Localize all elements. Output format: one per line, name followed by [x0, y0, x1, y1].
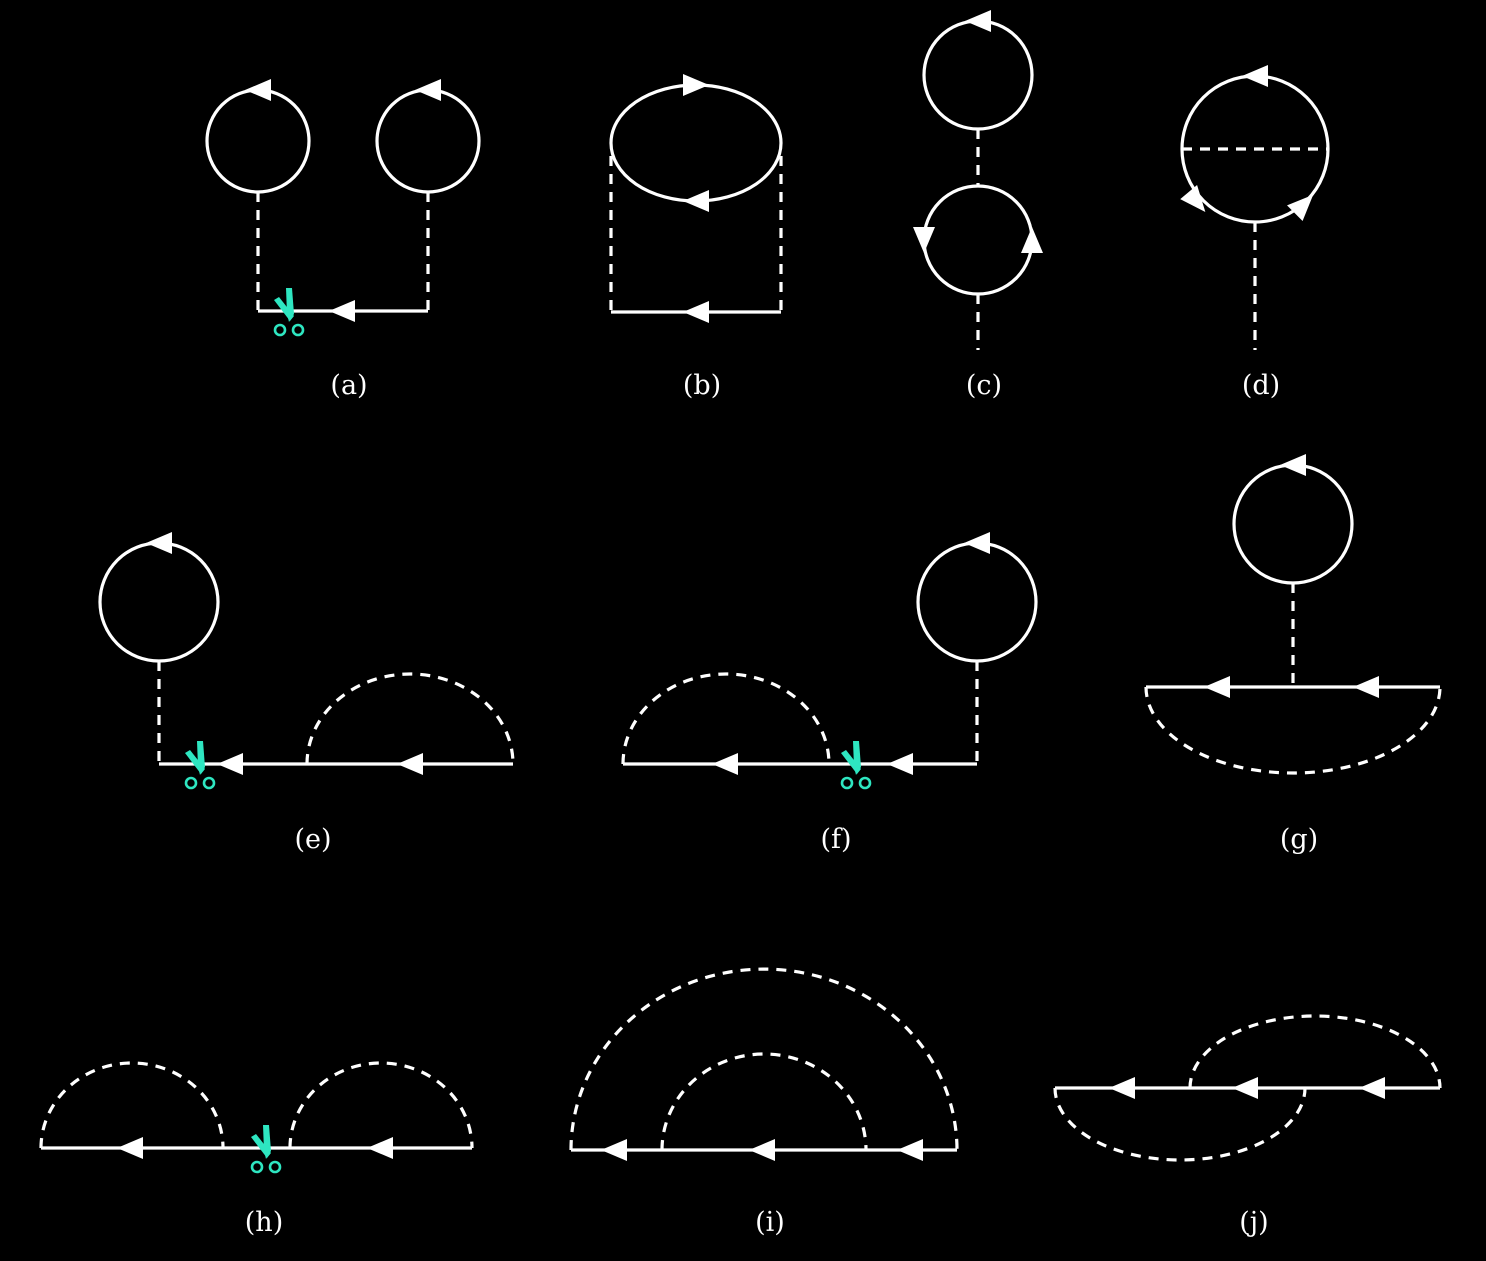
- diagram-f: (f): [621, 532, 1038, 855]
- diagram-g: (g): [1144, 454, 1442, 855]
- diagram-j: (j): [1053, 1014, 1442, 1238]
- diagram-c: (c): [913, 10, 1043, 401]
- diagram-d: (d): [1180, 65, 1330, 401]
- diagram-a: (a): [205, 79, 481, 401]
- label-h: (h): [245, 1207, 283, 1238]
- label-a: (a): [330, 370, 367, 401]
- diagram-h: (h): [39, 1061, 474, 1238]
- label-f: (f): [820, 824, 851, 855]
- label-e: (e): [294, 824, 331, 855]
- diagram-i: (i): [569, 967, 959, 1238]
- label-g: (g): [1280, 824, 1318, 855]
- label-b: (b): [683, 370, 721, 401]
- label-c: (c): [966, 370, 1002, 401]
- diagram-b: (b): [609, 74, 783, 401]
- label-j: (j): [1239, 1207, 1268, 1238]
- diagram-e: (e): [98, 532, 515, 855]
- label-i: (i): [755, 1207, 785, 1238]
- label-d: (d): [1242, 370, 1280, 401]
